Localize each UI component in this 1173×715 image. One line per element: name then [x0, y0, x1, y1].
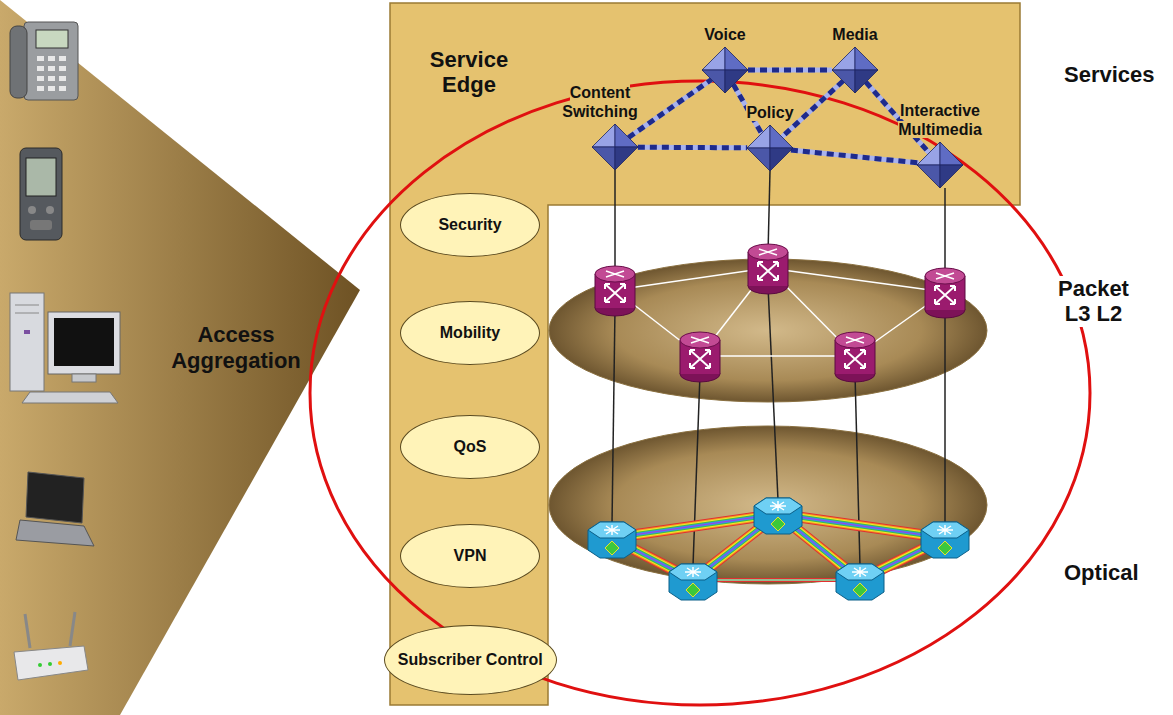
oval-box: Mobility [400, 301, 540, 365]
diamond-shape [702, 47, 748, 93]
phone-icon [10, 22, 78, 100]
layer-heading: Optical [1062, 560, 1141, 585]
network-band: Packet L3 L2 [548, 258, 988, 403]
dashed-connector [629, 79, 712, 137]
connector-dash [638, 145, 747, 151]
band-ellipse [548, 425, 988, 585]
connector-dash [791, 150, 919, 163]
diamond-shape [832, 47, 878, 93]
function-label: VPN [448, 547, 493, 565]
access-point-icon [14, 612, 88, 680]
dashed-connector [638, 147, 747, 149]
panel-box: Service EdgeSecurityMobilityQoS VPN Subscr… [390, 3, 548, 705]
connector-dash [629, 79, 712, 137]
connector-base [638, 145, 747, 151]
dashed-connector [791, 150, 919, 163]
vertical-links [612, 170, 945, 566]
function-label: QoS [448, 438, 493, 456]
diamond-shape [747, 125, 793, 171]
router-icons [595, 244, 965, 382]
highlight-ellipse [310, 81, 1090, 705]
service-diamond: Interactive Multimedia [917, 142, 963, 188]
pda-icon [20, 148, 62, 240]
optical-links [612, 514, 945, 580]
packet-links [615, 268, 945, 356]
oval-box: Subscriber Control [384, 625, 557, 695]
service-edge-panel [390, 3, 1020, 705]
service-label: Interactive Multimedia [878, 102, 1002, 139]
access-triangle [0, 0, 360, 715]
laptop-icon [16, 472, 94, 546]
service-label: Voice [663, 26, 787, 44]
service-diamond: Content Switching [592, 124, 638, 170]
layer-heading: Services [1062, 62, 1157, 87]
optical-icons [588, 498, 969, 600]
service-label: Policy [708, 104, 832, 122]
region-label: Access Aggregation [171, 322, 301, 375]
oval-box: QoS [400, 415, 540, 479]
connector-base [629, 79, 712, 137]
oval-box: VPN [400, 524, 540, 588]
dashed-connector [748, 70, 832, 71]
desktop-icon [10, 293, 120, 403]
service-label: Media [793, 26, 917, 44]
layer-heading: Service Edge [430, 47, 508, 98]
diamond-shape [592, 124, 638, 170]
connector-base [791, 150, 919, 163]
oval-box: Security [400, 193, 540, 257]
connector-dash [748, 68, 832, 73]
function-label: Subscriber Control [392, 651, 549, 669]
service-diamond: Policy [747, 125, 793, 171]
diamond-shape [917, 142, 963, 188]
service-label: Content Switching [538, 84, 662, 121]
network-band: Optical [548, 425, 988, 585]
band-ellipse [548, 258, 988, 403]
function-label: Security [432, 216, 507, 234]
connector-base [748, 68, 832, 73]
panel-box: ServicesContent SwitchingVoiceMediaPolic… [548, 3, 1020, 205]
function-label: Mobility [434, 324, 506, 342]
service-diamond: Media [832, 47, 878, 93]
layer-heading: Packet L3 L2 [1056, 276, 1131, 327]
service-diamond: Voice [702, 47, 748, 93]
